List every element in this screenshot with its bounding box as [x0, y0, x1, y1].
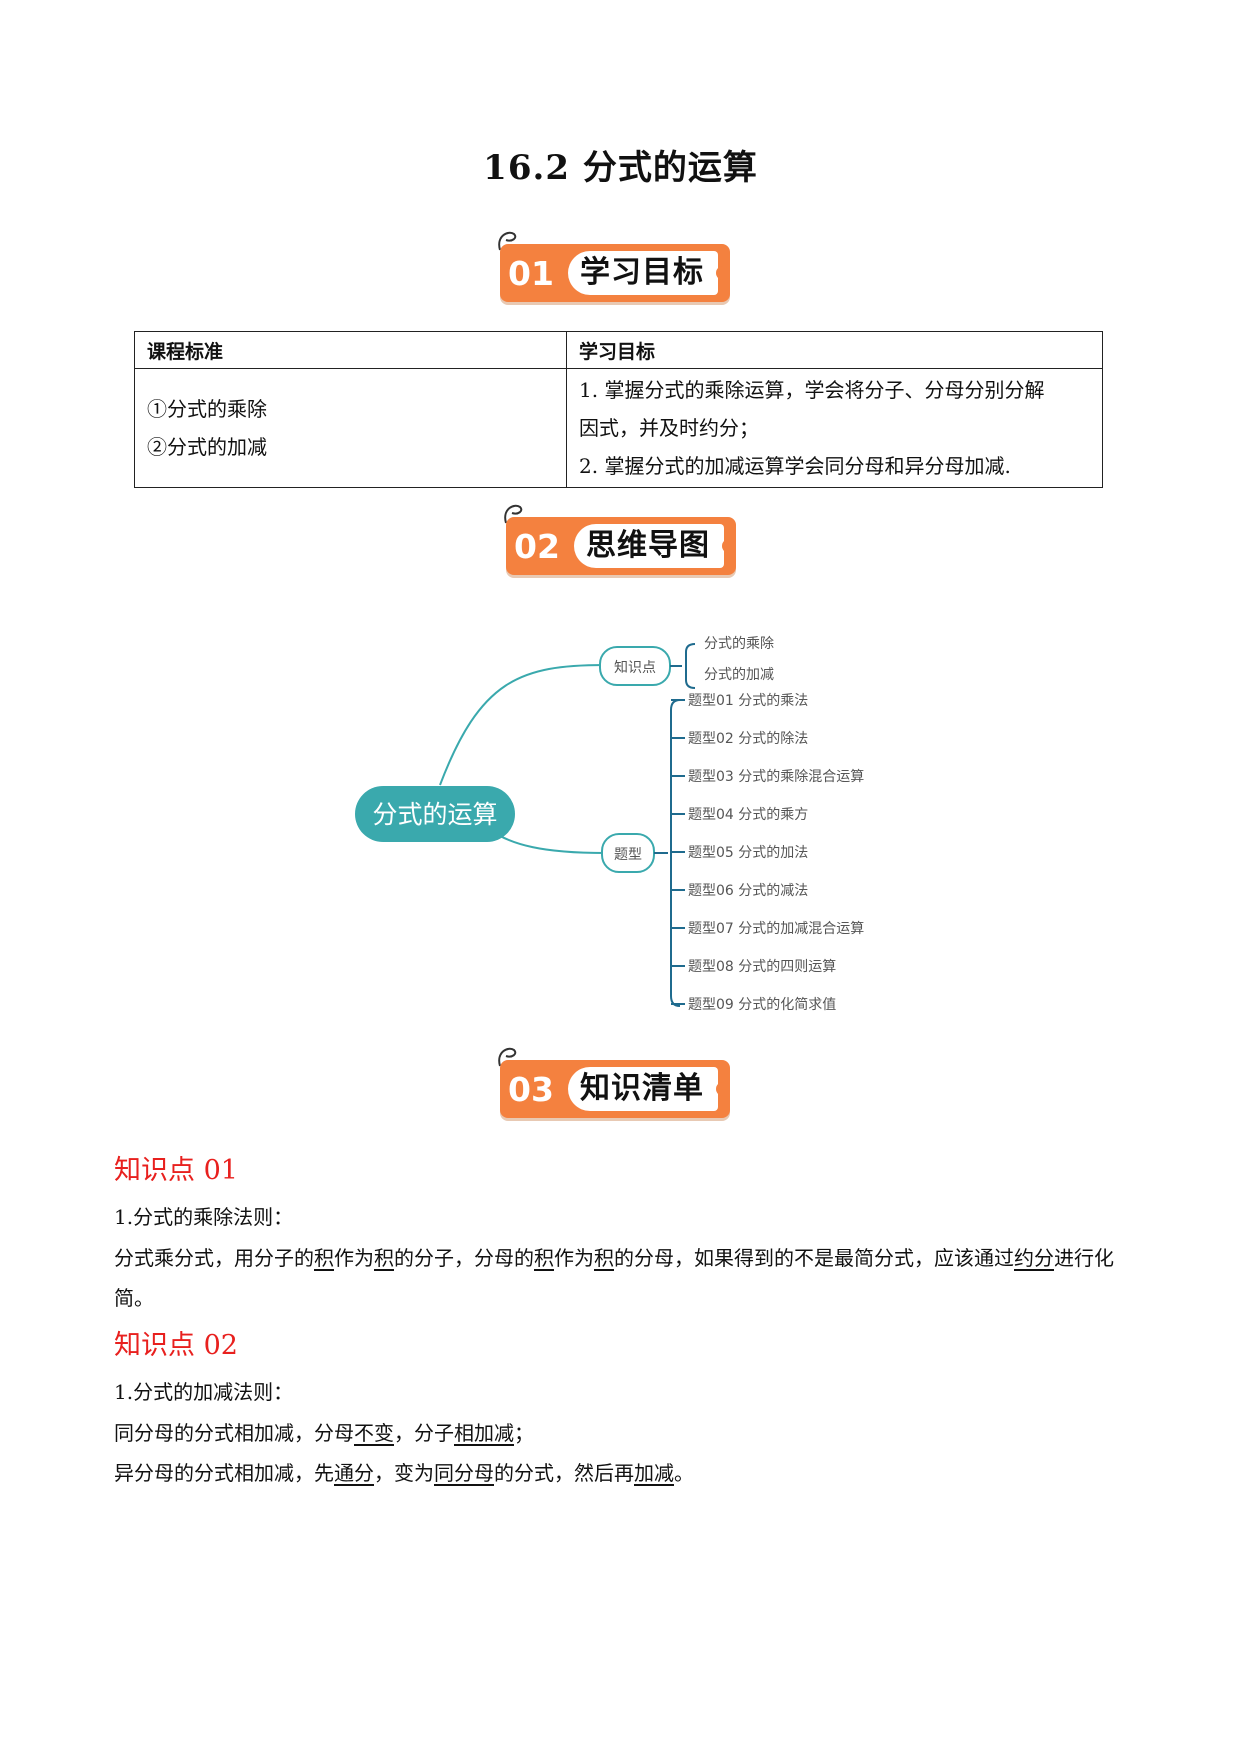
rule-text: 同分母的分式相加减，分母不变，分子相加减；	[114, 1413, 1134, 1453]
section-number: 01	[508, 254, 554, 293]
text-span: 分式乘分式，用分子的	[114, 1246, 314, 1270]
text-span: 的分子，分母的	[394, 1246, 534, 1270]
blank-answer: 不变	[354, 1421, 394, 1445]
blank-answer: 分	[1034, 1246, 1054, 1270]
text-span: 作为	[334, 1246, 374, 1270]
section-banner-mindmap: 02 思维导图	[500, 497, 740, 575]
branch-label-types: 题型	[614, 847, 642, 863]
standards-cell: ①分式的乘除 ②分式的加减	[134, 368, 567, 488]
text-span: ；	[514, 1421, 534, 1445]
section-banner-goals: 01 学习目标	[494, 224, 734, 302]
type-item: 题型03 分式的乘除混合运算	[688, 769, 864, 785]
rule-title: 1.分式的乘除法则：	[114, 1205, 294, 1229]
table-header-objectives: 学习目标	[566, 331, 1103, 369]
blank-answer: 同分母	[434, 1461, 494, 1485]
mind-map: 分式的运算 知识点 分式的乘除 分式的加减 题型 题型01 分式的乘法题型02 …	[355, 636, 864, 1013]
text-span: ，变为	[374, 1461, 434, 1485]
knowledge-point-heading: 知识点 02	[114, 1330, 238, 1361]
knowledge-point-heading: 知识点 01	[114, 1155, 238, 1186]
page-title: 16.2 分式的运算	[483, 148, 758, 188]
connector-knowledge	[439, 664, 606, 786]
hook-icon	[504, 504, 523, 524]
hook-icon	[498, 1047, 517, 1067]
hook-icon	[498, 231, 517, 251]
objective-line: 2. 掌握分式的加减运算学会同分母和异分母加减.	[579, 454, 1011, 478]
blank-answer: 积	[314, 1246, 334, 1270]
root-node-label: 分式的运算	[372, 800, 497, 829]
type-item: 题型09 分式的化简求值	[688, 996, 836, 1013]
rule-title: 1.分式的加减法则：	[114, 1380, 294, 1404]
section-number: 02	[514, 527, 560, 566]
text-span: 。	[674, 1461, 694, 1485]
rule-text: 异分母的分式相加减，先通分，变为同分母的分式，然后再加减。	[114, 1453, 1134, 1493]
type-item: 题型04 分式的乘方	[688, 807, 808, 823]
section-label: 思维导图	[574, 524, 724, 568]
type-item: 题型05 分式的加法	[688, 845, 808, 861]
type-item: 题型08 分式的四则运算	[688, 959, 836, 975]
objectives-cell: 1. 掌握分式的乘除运算，学会将分子、分母分别分解 因式，并及时约分； 2. 掌…	[566, 368, 1103, 488]
goals-table: 课程标准 学习目标 ①分式的乘除 ②分式的加减 1. 掌握分式的乘除运算，学会将…	[134, 331, 1103, 488]
root-node	[355, 786, 515, 842]
objective-line: 因式，并及时约分；	[579, 416, 759, 440]
type-item: 题型02 分式的除法	[688, 731, 808, 747]
text-span: ，分子	[394, 1421, 454, 1445]
text-span: 同分母的分式相加减，分母	[114, 1421, 354, 1445]
blank-answer: 积	[534, 1246, 554, 1270]
knowledge-item: 分式的加减	[704, 667, 774, 683]
text-span: 作为	[554, 1246, 594, 1270]
type-item: 题型01 分式的乘法	[688, 693, 808, 709]
bracket-knowledge	[670, 643, 696, 689]
blank-answer: 积	[594, 1246, 614, 1270]
standard-item: ②分式的加减	[147, 435, 267, 459]
knowledge-item: 分式的乘除	[704, 636, 774, 652]
type-item: 题型07 分式的加减混合运算	[688, 921, 864, 937]
blank-answer: 约	[1014, 1246, 1034, 1270]
rule-text: 分式乘分式，用分子的积作为积的分子，分母的积作为积的分母，如果得到的不是最简分式…	[114, 1238, 1134, 1318]
branch-label-knowledge: 知识点	[614, 659, 656, 676]
table-header-standards: 课程标准	[134, 331, 567, 369]
blank-answer: 积	[374, 1246, 394, 1270]
type-item: 题型06 分式的减法	[688, 883, 808, 899]
blank-answer: 相加减	[454, 1421, 514, 1445]
section-label: 学习目标	[568, 251, 718, 295]
text-span: 进行化简。	[114, 1246, 1114, 1310]
section-banner-knowledge: 03 知识清单	[494, 1040, 734, 1118]
table-header-row: 课程标准 学习目标	[134, 331, 1103, 369]
text-span: 异分母的分式相加减，先	[114, 1461, 334, 1485]
blank-answer: 通分	[334, 1461, 374, 1485]
text-span: 的分母，如果得到的不是最简分式，应该通过	[614, 1246, 1014, 1270]
standard-item: ①分式的乘除	[147, 397, 267, 421]
blank-answer: 加减	[634, 1461, 674, 1485]
section-label: 知识清单	[568, 1067, 718, 1111]
table-row: ①分式的乘除 ②分式的加减 1. 掌握分式的乘除运算，学会将分子、分母分别分解 …	[134, 368, 1103, 488]
text-span: 的分式，然后再	[494, 1461, 634, 1485]
objective-line: 1. 掌握分式的乘除运算，学会将分子、分母分别分解	[579, 378, 1045, 402]
section-number: 03	[508, 1070, 554, 1109]
